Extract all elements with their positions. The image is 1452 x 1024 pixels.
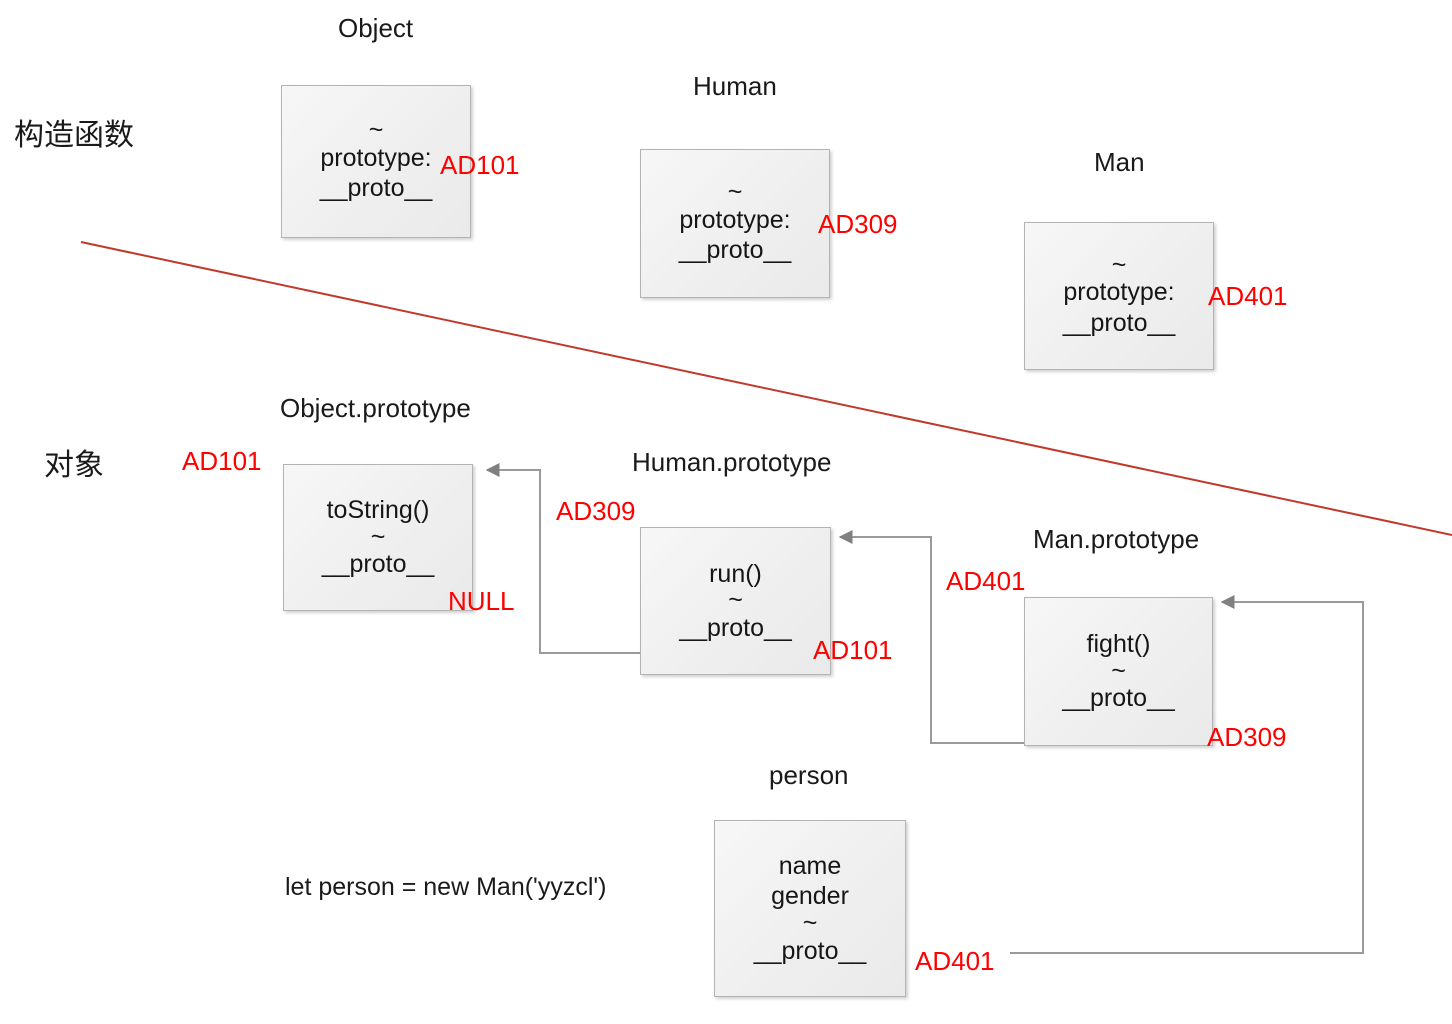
man-constructor-proto-label: __proto__	[1062, 308, 1176, 337]
human-prototype-proto-label: __proto__	[679, 613, 792, 642]
node-object-prototype[interactable]: toString() ~ __proto__	[283, 464, 473, 611]
object-prototype-member: toString()	[326, 496, 430, 525]
person-proto-label: __proto__	[753, 936, 867, 965]
man-constructor-prototype-label: prototype:	[1063, 278, 1175, 307]
node-person-instance[interactable]: name gender ~ __proto__	[714, 820, 906, 997]
person-tilde: ~	[802, 908, 818, 937]
address-human-prototype-proto-value: AD101	[813, 635, 893, 665]
row-label-objects: 对象	[44, 449, 104, 482]
address-object-prototype-self: AD101	[182, 446, 262, 476]
man-prototype-member: fight()	[1086, 630, 1151, 659]
man-constructor-tilde: ~	[1111, 250, 1127, 279]
row-label-constructors: 构造函数	[14, 119, 134, 152]
human-constructor-tilde: ~	[727, 178, 743, 207]
node-man-constructor[interactable]: ~ prototype: __proto__	[1024, 222, 1214, 370]
address-man-prototype-self: AD401	[946, 566, 1026, 596]
human-constructor-prototype-label: prototype:	[679, 205, 791, 234]
human-prototype-tilde: ~	[728, 586, 743, 615]
node-title-man: Man	[1094, 147, 1145, 177]
object-constructor-proto-label: __proto__	[319, 174, 433, 203]
object-prototype-tilde: ~	[370, 522, 386, 551]
man-prototype-tilde: ~	[1111, 656, 1126, 685]
node-human-prototype[interactable]: run() ~ __proto__	[640, 527, 831, 675]
node-title-person: person	[769, 760, 849, 790]
address-man-prototype-pointer: AD401	[1208, 281, 1288, 311]
person-prop-name: name	[778, 851, 842, 880]
node-title-human-prototype: Human.prototype	[632, 447, 832, 477]
address-person-proto-value: AD401	[915, 946, 995, 976]
object-constructor-tilde: ~	[368, 116, 384, 145]
human-prototype-member: run()	[709, 559, 762, 588]
node-title-man-prototype: Man.prototype	[1033, 524, 1200, 554]
node-title-human: Human	[693, 71, 777, 101]
node-object-constructor[interactable]: ~ prototype: __proto__	[281, 85, 471, 238]
node-title-object-prototype: Object.prototype	[280, 393, 471, 423]
node-title-object: Object	[338, 13, 414, 43]
node-man-prototype[interactable]: fight() ~ __proto__	[1024, 597, 1213, 746]
human-constructor-proto-label: __proto__	[678, 236, 792, 265]
object-constructor-prototype-label: prototype:	[320, 143, 432, 172]
address-man-prototype-proto-value: AD309	[1207, 722, 1287, 752]
man-prototype-proto-label: __proto__	[1062, 684, 1175, 713]
node-human-constructor[interactable]: ~ prototype: __proto__	[640, 149, 830, 298]
person-prop-gender: gender	[771, 882, 849, 911]
address-object-prototype-pointer: AD101	[440, 150, 520, 180]
code-snippet-person-instantiation: let person = new Man('yyzcl')	[285, 873, 607, 901]
object-prototype-proto-label: __proto__	[321, 550, 435, 579]
address-human-prototype-pointer: AD309	[818, 209, 898, 239]
address-object-prototype-proto-null: NULL	[448, 586, 515, 616]
address-human-prototype-self: AD309	[556, 496, 636, 526]
